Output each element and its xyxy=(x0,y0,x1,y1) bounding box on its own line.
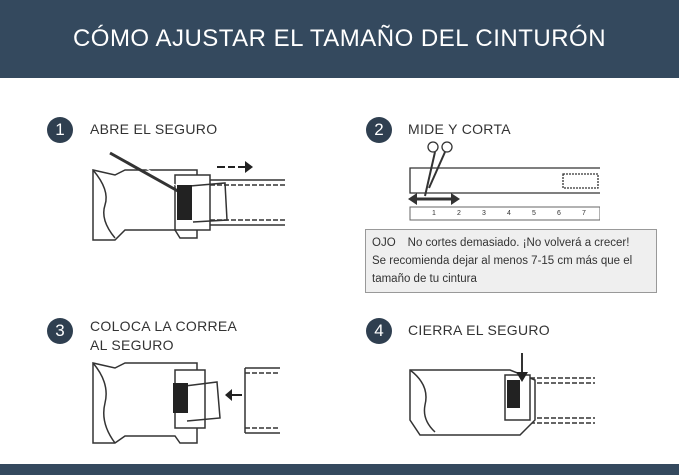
step-label-2: MIDE Y CORTA xyxy=(408,121,511,137)
insert-strap-illustration xyxy=(92,362,280,444)
ruler-tick: 5 xyxy=(532,210,536,217)
ruler-tick: 4 xyxy=(507,210,511,217)
step-label-3-line-2: AL SEGURO xyxy=(90,337,174,353)
ruler-tick: 7 xyxy=(582,210,586,217)
note-line-1: No cortes demasiado. ¡No volverá a crece… xyxy=(407,237,630,249)
ruler-tick-labels: 1 2 3 4 5 6 7 xyxy=(405,209,600,221)
warning-note: OJO No cortes demasiado. ¡No volverá a cr… xyxy=(365,229,657,293)
header-banner: CÓMO AJUSTAR EL TAMAÑO DEL CINTURÓN xyxy=(0,0,679,78)
ruler-tick: 3 xyxy=(482,210,486,217)
measure-and-cut-illustration xyxy=(408,141,600,221)
step-label-3: COLOCA LA CORREA AL SEGURO xyxy=(90,317,237,355)
note-line-2: Se recomienda dejar al menos 7-15 cm más… xyxy=(372,255,633,267)
page-title: CÓMO AJUSTAR EL TAMAÑO DEL CINTURÓN xyxy=(72,25,607,52)
note-prefix: OJO xyxy=(372,237,396,249)
step-label-1: ABRE EL SEGURO xyxy=(90,121,218,137)
step-number-2: 2 xyxy=(366,117,392,143)
note-line-3: tamaño de tu cintura xyxy=(372,273,477,285)
close-buckle-illustration xyxy=(409,353,595,436)
ruler-tick: 2 xyxy=(457,210,461,217)
step-label-3-line-1: COLOCA LA CORREA xyxy=(90,318,238,334)
footer-bar xyxy=(0,464,679,475)
step-number-4: 4 xyxy=(366,318,392,344)
open-buckle-illustration xyxy=(92,150,285,241)
step-label-4: CIERRA EL SEGURO xyxy=(408,322,550,338)
ruler-tick: 6 xyxy=(557,210,561,217)
step-number-1: 1 xyxy=(47,117,73,143)
step-number-3: 3 xyxy=(47,318,73,344)
ruler-tick: 1 xyxy=(432,210,436,217)
